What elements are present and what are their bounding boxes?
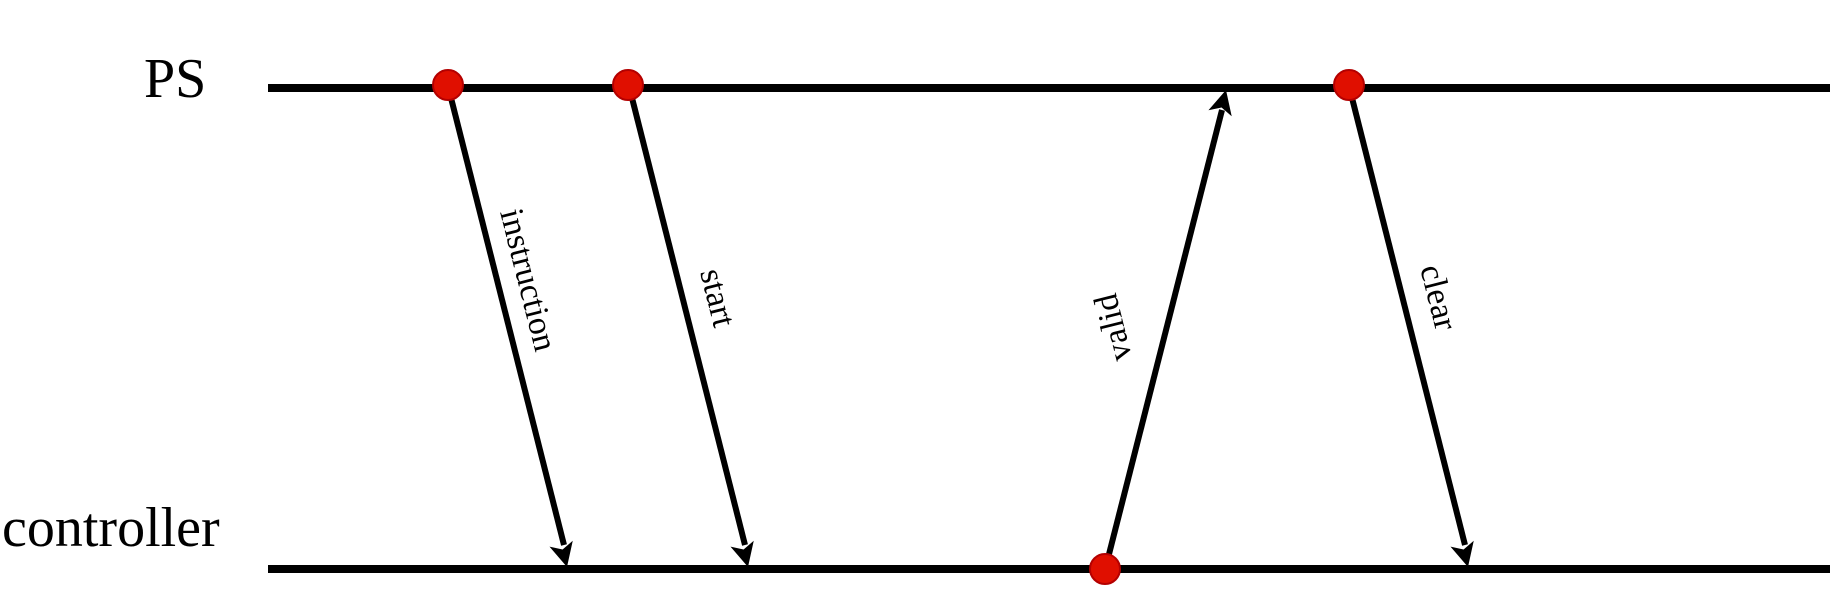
event-dot-instruction-send — [432, 69, 464, 101]
message-start: start — [626, 85, 754, 567]
message-valid-label: valid — [1087, 290, 1139, 365]
message-valid-arrow — [1103, 109, 1225, 567]
arrowhead-icon — [1208, 90, 1232, 117]
event-dot-start-send — [612, 69, 644, 101]
event-dot-clear-send — [1333, 69, 1365, 101]
message-clear: clear — [1346, 85, 1474, 567]
message-clear-label: clear — [1412, 261, 1464, 335]
controller-lane-label: controller — [2, 497, 220, 559]
event-dot-valid-send — [1089, 553, 1121, 585]
message-instruction-arrow — [445, 85, 567, 546]
message-start-label: start — [692, 265, 742, 331]
message-start-arrow — [626, 85, 748, 546]
arrowhead-icon — [730, 540, 754, 567]
message-valid: valid — [1087, 90, 1232, 567]
ps-lane-label: PS — [144, 48, 206, 110]
message-clear-arrow — [1346, 85, 1468, 546]
message-instruction-label: instruction — [492, 205, 564, 355]
arrowhead-icon — [1450, 540, 1474, 567]
arrowhead-icon — [549, 540, 573, 567]
message-instruction: instruction — [445, 85, 573, 567]
